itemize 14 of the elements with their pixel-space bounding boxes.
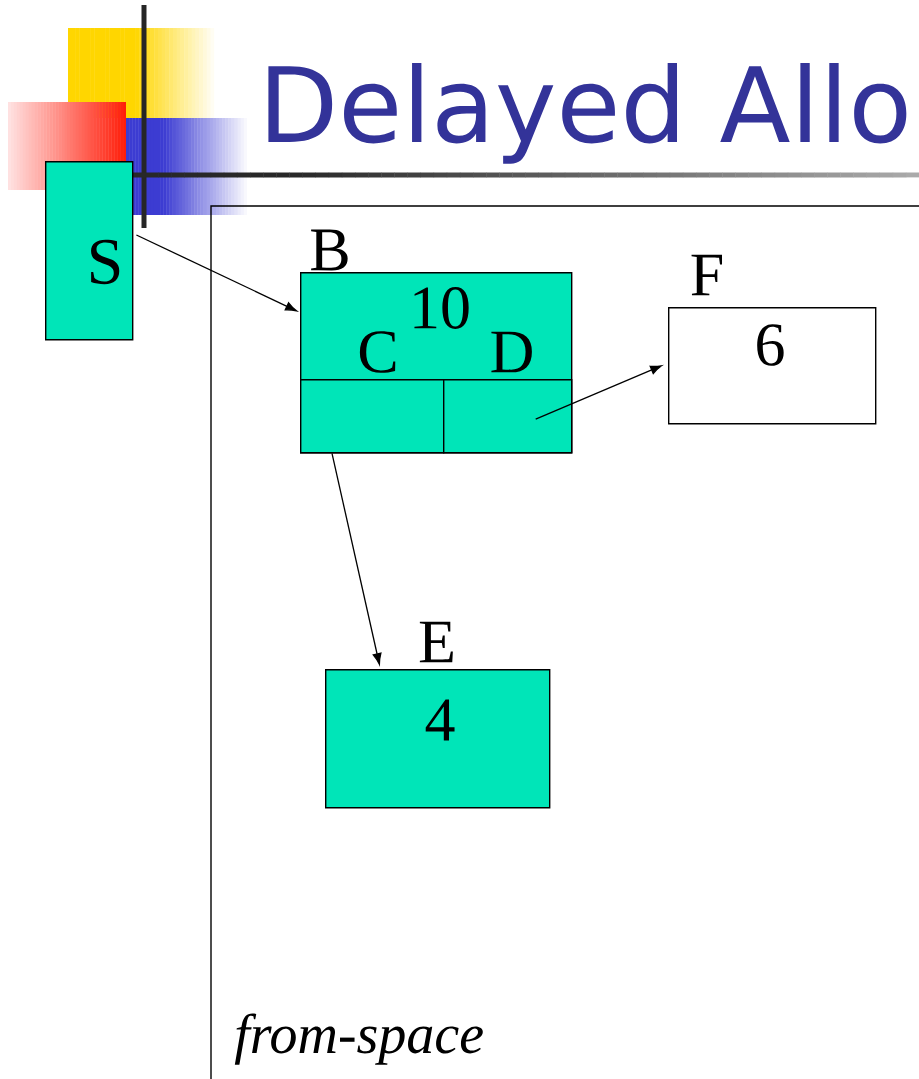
node-label: D xyxy=(491,331,532,373)
arrow xyxy=(135,234,298,312)
object-box: F 6 xyxy=(668,254,877,425)
memory-cell: C xyxy=(300,331,445,454)
object-box: E 4 xyxy=(325,621,551,809)
object-box: S xyxy=(45,161,134,341)
node-label: B xyxy=(311,229,348,271)
node-label: F xyxy=(691,254,723,296)
arrow xyxy=(331,452,382,665)
node-label: E xyxy=(419,621,453,663)
node-label: C xyxy=(359,331,396,373)
slide-title: Delayed Allo xyxy=(268,63,907,164)
arrow xyxy=(535,365,663,420)
memory-cell: D xyxy=(443,331,573,454)
